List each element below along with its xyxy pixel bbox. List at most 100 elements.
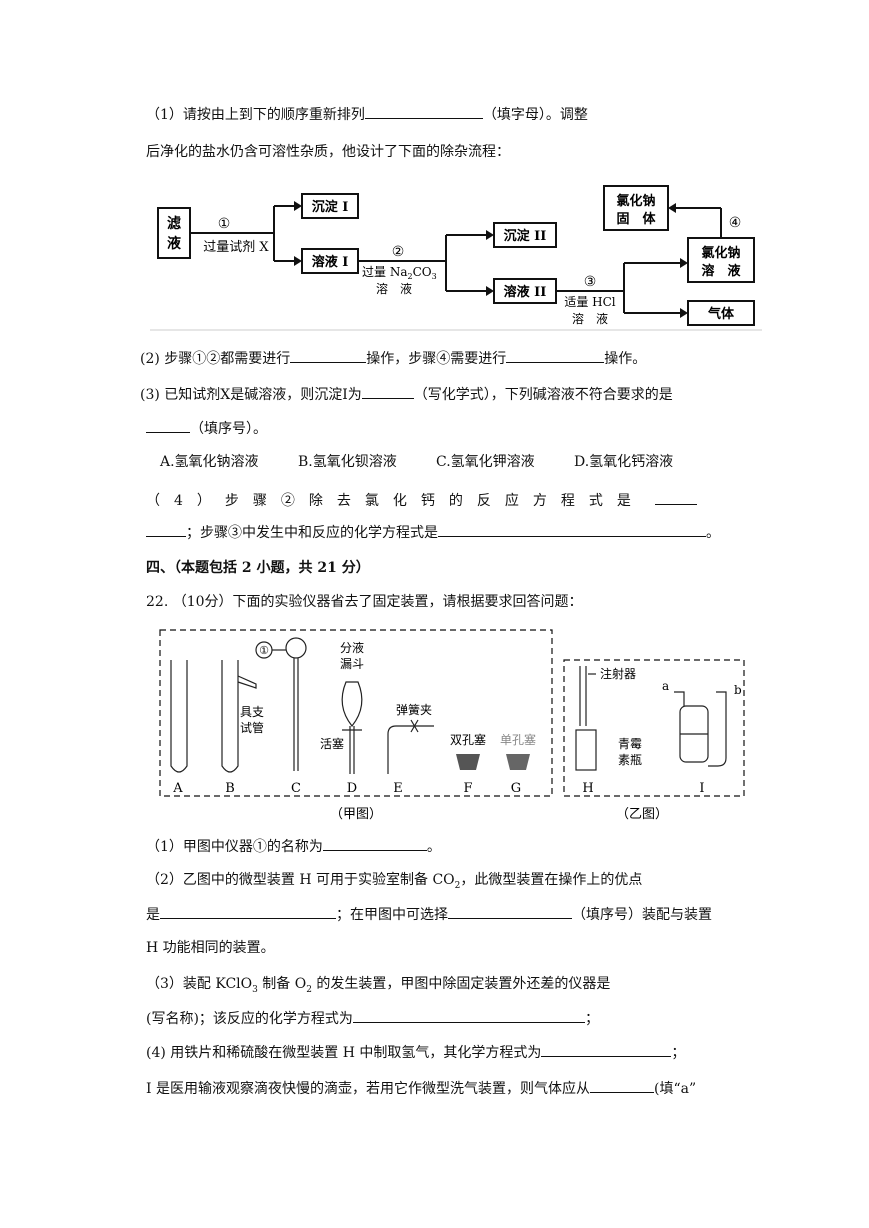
answer-blank[interactable] <box>589 1078 654 1093</box>
filtrate-label-1: 滤 <box>167 215 181 232</box>
intro-line: 后净化的盐水仍含可溶性杂质，他设计了下面的除杂流程： <box>146 144 510 160</box>
separatory-funnel-icon <box>341 681 363 727</box>
gas-label: 气体 <box>708 306 735 322</box>
svg-text:b: b <box>734 683 742 697</box>
q3-1-text-end: （填字母）。调整 <box>482 107 588 123</box>
test-tube-icon <box>170 660 188 773</box>
answer-blank[interactable] <box>541 1042 672 1057</box>
solution2-label: 溶液 II <box>504 284 547 300</box>
purification-flowchart: 滤 液 ① 过量试剂 X 沉淀 I 溶液 I ② 过量 Na2CO3 溶 液 沉… <box>150 185 762 331</box>
precipitate2-box <box>493 222 557 248</box>
q3-3-line-2: （填序号）。 <box>146 418 267 439</box>
q3-4-line: （4）步骤②除去氯化钙的反应方程式是 <box>146 490 697 511</box>
answer-blank[interactable] <box>146 418 190 433</box>
apparatus-figure: 具支 试管 ① 分液 漏斗 活塞 弹簧夹 双孔塞 单孔塞 注射器 青霉 素瓶 a… <box>159 629 745 822</box>
answer-blank[interactable] <box>654 490 697 505</box>
step3-label: ③ <box>584 274 597 290</box>
svg-text:单孔塞: 单孔塞 <box>500 732 536 747</box>
q22-3-line: （3）装配 KClO3 制备 O2 的发生装置，甲图中除固定装置外还差的仪器是 <box>146 976 611 995</box>
answer-blank[interactable] <box>361 384 414 399</box>
q22-3-line-2: (写名称)；该反应的化学方程式为； <box>146 1008 599 1029</box>
svg-text:C: C <box>291 781 301 796</box>
svg-text:分液: 分液 <box>340 640 364 655</box>
drip-chamber-icon <box>674 691 727 767</box>
q22-stem: 22. （10分）下面的实验仪器省去了固定装置，请根据要求回答问题： <box>146 594 583 610</box>
svg-text:（甲图）: （甲图） <box>330 807 382 822</box>
answer-blank[interactable] <box>364 104 483 119</box>
q3-2-line: (2) 步骤①②都需要进行操作，步骤④需要进行操作。 <box>140 348 646 369</box>
precipitate1-box <box>301 193 359 219</box>
thistle-funnel-icon <box>285 637 307 659</box>
hcl-sol-label: 溶 液 <box>572 311 608 326</box>
precipitate1-label: 沉淀 I <box>312 199 349 215</box>
q3-1-line: （1）请按由上到下的顺序重新排列 （填字母）。调整 <box>146 104 588 125</box>
option-c: C.氢氧化钾溶液 <box>436 454 535 470</box>
q22-2-line-3: H 功能相同的装置。 <box>146 940 275 956</box>
svg-text:试管: 试管 <box>240 720 264 735</box>
option-a: A.氢氧化钠溶液 <box>160 454 259 470</box>
svg-text:H: H <box>582 781 593 796</box>
q22-4-line-2: I 是医用输液观察滴夜快慢的滴壶，若用它作微型洗气装置，则气体应从(填“a” <box>146 1078 696 1099</box>
answer-blank[interactable] <box>438 522 706 537</box>
svg-text:E: E <box>393 781 403 796</box>
q3-1-text: （1）请按由上到下的顺序重新排列 <box>146 107 365 123</box>
step4-label: ④ <box>729 215 742 231</box>
answer-blank[interactable] <box>352 1008 585 1023</box>
section4-heading: 四、（本题包括 2 小题，共 21 分） <box>146 560 370 576</box>
nacl-solution-box <box>687 237 755 283</box>
svg-text:素瓶: 素瓶 <box>618 753 642 767</box>
single-hole-stopper-icon <box>506 754 530 770</box>
svg-text:（乙图）: （乙图） <box>616 807 668 822</box>
svg-text:G: G <box>511 781 521 796</box>
filtrate-box <box>157 207 191 259</box>
q22-2-line: （2）乙图中的微型装置 H 可用于实验室制备 CO2，此微型装置在操作上的优点 <box>146 872 643 891</box>
svg-text:弹簧夹: 弹簧夹 <box>396 702 432 717</box>
svg-text:a: a <box>662 679 669 693</box>
q22-1-line: （1）甲图中仪器①的名称为。 <box>146 836 441 857</box>
svg-text:青霉: 青霉 <box>618 737 642 751</box>
solution1-box <box>301 248 359 274</box>
answer-blank[interactable] <box>160 904 336 919</box>
step2-label: ② <box>392 244 405 260</box>
svg-text:①: ① <box>259 644 269 657</box>
svg-text:I: I <box>699 781 704 796</box>
double-hole-stopper-icon <box>456 754 480 770</box>
nacl-solution-label-1: 氯化钠 <box>701 245 740 261</box>
svg-text:F: F <box>463 781 472 796</box>
solution1-label: 溶液 I <box>312 254 349 270</box>
answer-blank[interactable] <box>506 348 605 363</box>
answer-blank[interactable] <box>146 522 186 537</box>
option-b: B.氢氧化钡溶液 <box>298 454 397 470</box>
penicillin-vial-icon <box>575 729 597 771</box>
svg-text:具支: 具支 <box>240 705 264 719</box>
q22-2-line-2: 是；在甲图中可选择（填序号）装配与装置 <box>146 904 712 925</box>
branch-test-tube-icon <box>221 660 239 773</box>
option-d: D.氢氧化钙溶液 <box>574 454 674 470</box>
nacl-solid-label-2: 固 体 <box>616 211 656 227</box>
nacl-solid-label-1: 氯化钠 <box>616 193 655 209</box>
answer-blank[interactable] <box>290 348 367 363</box>
svg-text:D: D <box>347 781 357 796</box>
answer-blank[interactable] <box>448 904 572 919</box>
q22-4-line: (4) 用铁片和稀硫酸在微型装置 H 中制取氢气，其化学方程式为； <box>146 1042 685 1063</box>
nacl-solid-box <box>603 185 669 231</box>
gas-box <box>687 300 755 326</box>
q3-4-line-2: ；步骤③中发生中和反应的化学方程式是。 <box>146 522 720 543</box>
svg-text:活塞: 活塞 <box>320 736 344 751</box>
svg-text:漏斗: 漏斗 <box>340 657 364 671</box>
step1-label: ① <box>218 216 231 232</box>
svg-text:双孔塞: 双孔塞 <box>450 732 486 747</box>
svg-text:B: B <box>225 781 235 796</box>
reagent-x-label: 过量试剂 X <box>203 240 269 255</box>
na2co3-label: 过量 Na2CO3 <box>362 265 437 281</box>
spring-clip-icon <box>387 725 434 774</box>
filtrate-label-2: 液 <box>167 235 182 252</box>
nacl-solution-label-2: 溶 液 <box>701 263 740 279</box>
svg-text:A: A <box>172 781 183 796</box>
precipitate2-label: 沉淀 II <box>504 228 547 244</box>
na2co3-sol-label: 溶 液 <box>376 281 412 296</box>
hcl-label: 适量 HCl <box>564 295 615 309</box>
answer-blank[interactable] <box>322 836 427 851</box>
syringe-icon <box>579 666 587 726</box>
q3-3-line: (3) 已知试剂X是碱溶液，则沉淀I为（写化学式），下列碱溶液不符合要求的是 <box>140 384 673 405</box>
